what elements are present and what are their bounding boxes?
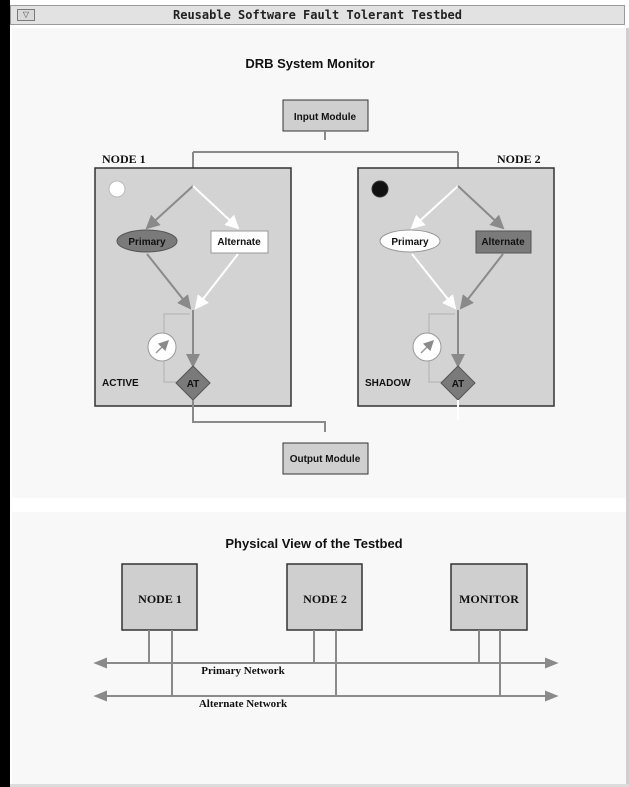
- node2-primary[interactable]: Primary: [379, 229, 441, 253]
- node2-alternate[interactable]: Alternate: [475, 230, 532, 254]
- window-menu-icon[interactable]: ▽: [17, 9, 35, 21]
- node2-gauge-icon: [412, 332, 442, 362]
- primary-network-label: Primary Network: [201, 665, 285, 677]
- node1-primary[interactable]: Primary: [116, 229, 178, 253]
- node1-gauge-icon: [147, 332, 177, 362]
- window-bottom-border: [10, 784, 629, 787]
- output-module-label: Output Module: [290, 454, 361, 465]
- input-module-label: Input Module: [294, 112, 357, 123]
- window-title: Reusable Software Fault Tolerant Testbed: [173, 8, 462, 22]
- alternate-network-label: Alternate Network: [199, 698, 288, 710]
- window-left-border: [0, 0, 10, 787]
- physical-monitor-label: MONITOR: [459, 592, 519, 606]
- physical-node2-label: NODE 2: [303, 592, 347, 606]
- node1-status: ACTIVE: [102, 378, 139, 389]
- physical-view-panel: [12, 512, 626, 784]
- physical-node2[interactable]: NODE 2: [286, 563, 363, 631]
- node2-alternate-label: Alternate: [481, 237, 525, 248]
- physical-title: Physical View of the Testbed: [225, 536, 402, 551]
- node1-flow: [145, 185, 240, 383]
- node1-alternate[interactable]: Alternate: [210, 230, 269, 254]
- node1-at-label: AT: [187, 379, 200, 390]
- node2-flow: [410, 185, 505, 383]
- scroll-edge: [626, 28, 629, 784]
- node1-primary-label: Primary: [128, 237, 166, 248]
- physical-node1[interactable]: NODE 1: [121, 563, 198, 631]
- input-module[interactable]: Input Module: [282, 99, 369, 132]
- node2-primary-label: Primary: [391, 237, 429, 248]
- physical-monitor[interactable]: MONITOR: [450, 563, 528, 631]
- primary-network-line: [93, 657, 559, 669]
- physical-node1-label: NODE 1: [138, 592, 182, 606]
- alternate-network-line: [93, 690, 559, 702]
- node1-status-indicator: [108, 180, 126, 198]
- node1-label: NODE 1: [102, 152, 146, 166]
- node2-at-label: AT: [452, 379, 465, 390]
- title-bar[interactable]: ▽ Reusable Software Fault Tolerant Testb…: [10, 5, 625, 25]
- node2-status-indicator: [371, 180, 389, 198]
- output-bus: [192, 400, 459, 432]
- node1-alternate-label: Alternate: [217, 237, 261, 248]
- node2-status: SHADOW: [365, 378, 411, 389]
- node2-label: NODE 2: [497, 152, 541, 166]
- monitor-title: DRB System Monitor: [245, 56, 374, 71]
- output-module[interactable]: Output Module: [282, 442, 369, 475]
